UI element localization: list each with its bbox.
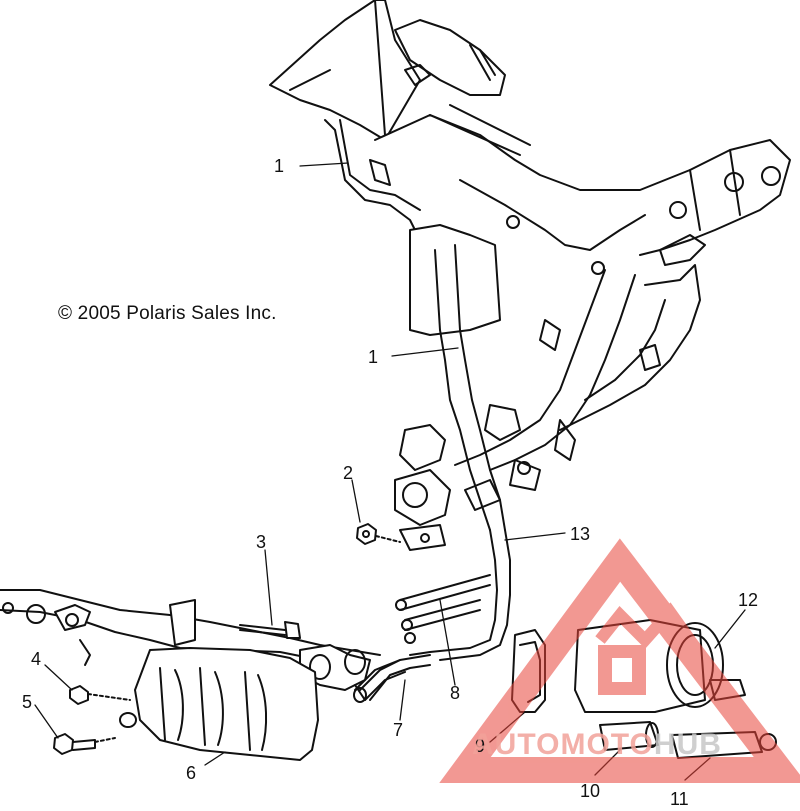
callout-7: 7 [393, 720, 404, 740]
callout-9: 9 [475, 736, 486, 756]
upper-body-panel [269, 0, 506, 141]
callout-3: 3 [256, 532, 267, 552]
left-down-tube [324, 119, 506, 531]
callout-13: 13 [570, 524, 591, 544]
main-frame [374, 104, 791, 275]
callout-11: 11 [670, 789, 689, 809]
small-hardware [53, 685, 137, 755]
callout-1-lower: 1 [368, 347, 379, 367]
center-bracket [394, 404, 541, 551]
cylinders [599, 721, 777, 759]
copyright-notice: © 2005 Polaris Sales Inc. [58, 303, 277, 324]
callout-10: 10 [580, 781, 601, 801]
callout-1-upper: 1 [274, 156, 285, 176]
callout-12: 12 [738, 590, 759, 610]
callout-8: 8 [450, 683, 461, 703]
watermark-logo [439, 538, 800, 783]
nut [356, 523, 401, 545]
lower-frame [0, 589, 431, 701]
right-down-tube [454, 264, 701, 471]
callout-6: 6 [186, 763, 197, 783]
callout-4: 4 [31, 649, 42, 669]
watermark-text-b: HUB [653, 728, 722, 761]
rear-rail [395, 529, 511, 661]
heat-shield [134, 647, 319, 761]
watermark-text: AUTOMOTOHUB [472, 728, 722, 762]
callout-2: 2 [343, 463, 354, 483]
tube [353, 659, 406, 703]
callout-5: 5 [22, 692, 33, 712]
watermark-text-a: AUTOMOTO [472, 728, 654, 761]
bolt [239, 621, 301, 639]
